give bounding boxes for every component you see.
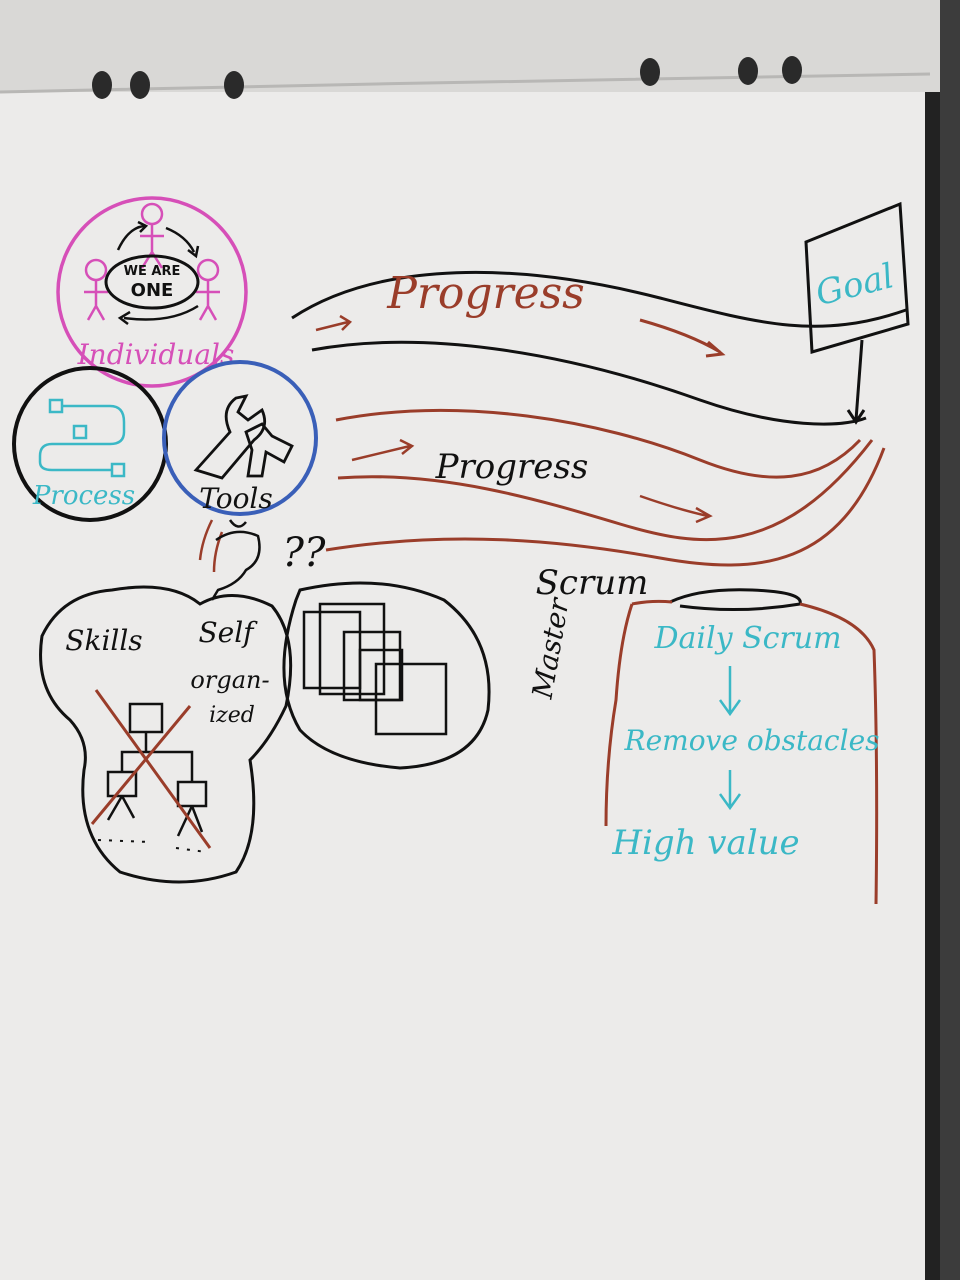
- individuals-ring: [56, 196, 248, 388]
- shirt-right-edge: [799, 602, 879, 905]
- progress-bottom-label: Progress: [435, 447, 589, 487]
- arrow-icon: [639, 318, 726, 358]
- self-label: Self: [198, 616, 258, 649]
- scrum-master-line1: Scrum: [536, 563, 649, 603]
- progress-band-top: Progress: [291, 268, 907, 426]
- down-arrow-icon: [718, 666, 742, 717]
- individuals-circle: WE ARE ONE Individuals: [56, 196, 248, 388]
- wrench-icon: [193, 394, 267, 480]
- arrow-icon: [351, 438, 415, 462]
- organ-label: organ-: [190, 666, 269, 694]
- down-arrow-icon: [718, 770, 742, 811]
- arrow-icon: [639, 494, 713, 524]
- progress-top-label: Progress: [386, 268, 585, 319]
- motto-line1: WE ARE: [124, 264, 181, 279]
- motto-bubble: [104, 254, 200, 310]
- skills-label: Skills: [65, 624, 142, 657]
- head-hair-icon: [198, 519, 224, 573]
- hierarchy-icon: [106, 702, 208, 837]
- tools-circle: Tools: [162, 360, 318, 516]
- tools-ring: [162, 360, 318, 516]
- cross-out-line: [90, 705, 192, 825]
- process-flow-icon: [38, 398, 126, 478]
- cross-out-line: [94, 689, 212, 849]
- flow-step-3: High value: [611, 823, 799, 863]
- motto-line2: ONE: [131, 280, 174, 301]
- binding-holes: [92, 56, 802, 99]
- overlapping-boxes-blob: [282, 581, 491, 770]
- question-marks: ??: [283, 530, 326, 576]
- process-label: Process: [32, 481, 135, 511]
- paper-sheet: [0, 0, 940, 1280]
- easel-frame: [925, 30, 940, 1280]
- collar-outline: [669, 588, 802, 612]
- progress-band-bottom: Progress: [325, 408, 886, 567]
- person-icon: [84, 202, 220, 321]
- team-body: [39, 585, 293, 884]
- individuals-label: Individuals: [77, 338, 235, 371]
- cycle-arrows-icon: [116, 220, 200, 325]
- head-outline: [210, 530, 261, 601]
- flagpole-arrow-icon: [846, 339, 866, 425]
- flow-step-2: Remove obstacles: [623, 724, 879, 757]
- hammer-icon: [244, 422, 294, 478]
- arrow-icon: [315, 314, 353, 332]
- team-figure: ?? Skills Self organ- ized: [39, 519, 326, 884]
- flow-step-1: Daily Scrum: [653, 621, 841, 656]
- tools-label: Tools: [199, 482, 273, 515]
- shirt-left-edge: [604, 603, 634, 827]
- goal-box: [804, 201, 910, 354]
- ized-label: ized: [209, 703, 255, 728]
- squares-icon: [302, 602, 448, 736]
